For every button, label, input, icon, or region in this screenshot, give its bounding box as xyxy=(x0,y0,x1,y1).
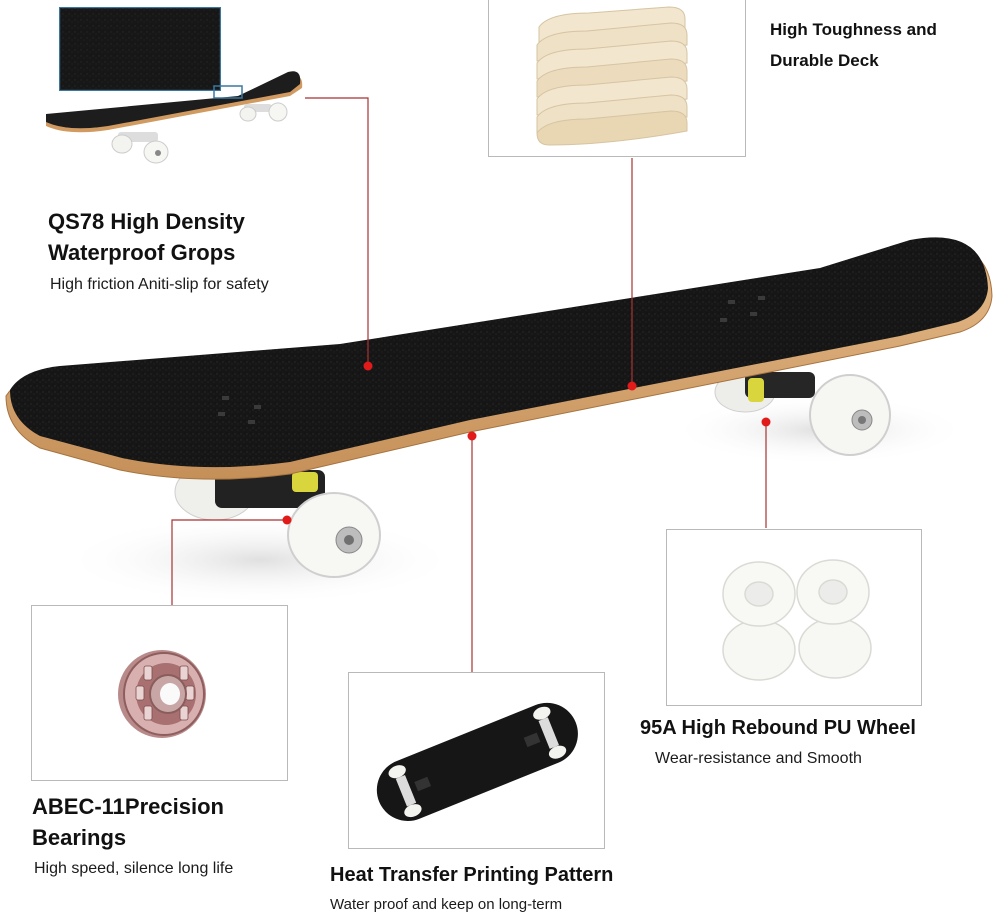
maple-ply-layers-icon xyxy=(536,6,688,146)
grip-subtitle: High friction Aniti-slip for safety xyxy=(50,276,269,293)
bearing-subtitle: High speed, silence long life xyxy=(34,860,234,877)
print-pattern-panel xyxy=(348,672,605,849)
print-title: Heat Transfer Printing Pattern xyxy=(330,864,614,886)
wheel-subtitle: Wear-resistance and Smooth xyxy=(655,750,862,767)
deck-title-line2: Durable Deck xyxy=(770,51,879,70)
pu-wheels-icon xyxy=(722,559,872,681)
printed-deck-bottom-icon xyxy=(376,702,578,822)
bearing-panel xyxy=(31,605,288,781)
deck-layers-panel xyxy=(488,0,746,157)
bearing-title-line1: ABEC-11Precision xyxy=(32,794,224,819)
rear-truck xyxy=(714,371,891,456)
deck-title-line1: High Toughness and xyxy=(770,20,937,39)
wheel-title: 95A High Rebound PU Wheel xyxy=(640,717,916,739)
grip-detail-illustration xyxy=(38,0,306,190)
grip-title-line2: Waterproof Grops xyxy=(48,240,236,265)
wheels-panel xyxy=(666,529,922,706)
deck-grip xyxy=(10,237,988,468)
grip-tape-closeup-icon xyxy=(46,7,303,164)
grip-title-line1: QS78 High Density xyxy=(48,209,245,234)
bearing-title-line2: Bearings xyxy=(32,825,127,850)
precision-bearing-icon xyxy=(118,650,206,738)
print-subtitle: Water proof and keep on long-term xyxy=(330,896,563,913)
